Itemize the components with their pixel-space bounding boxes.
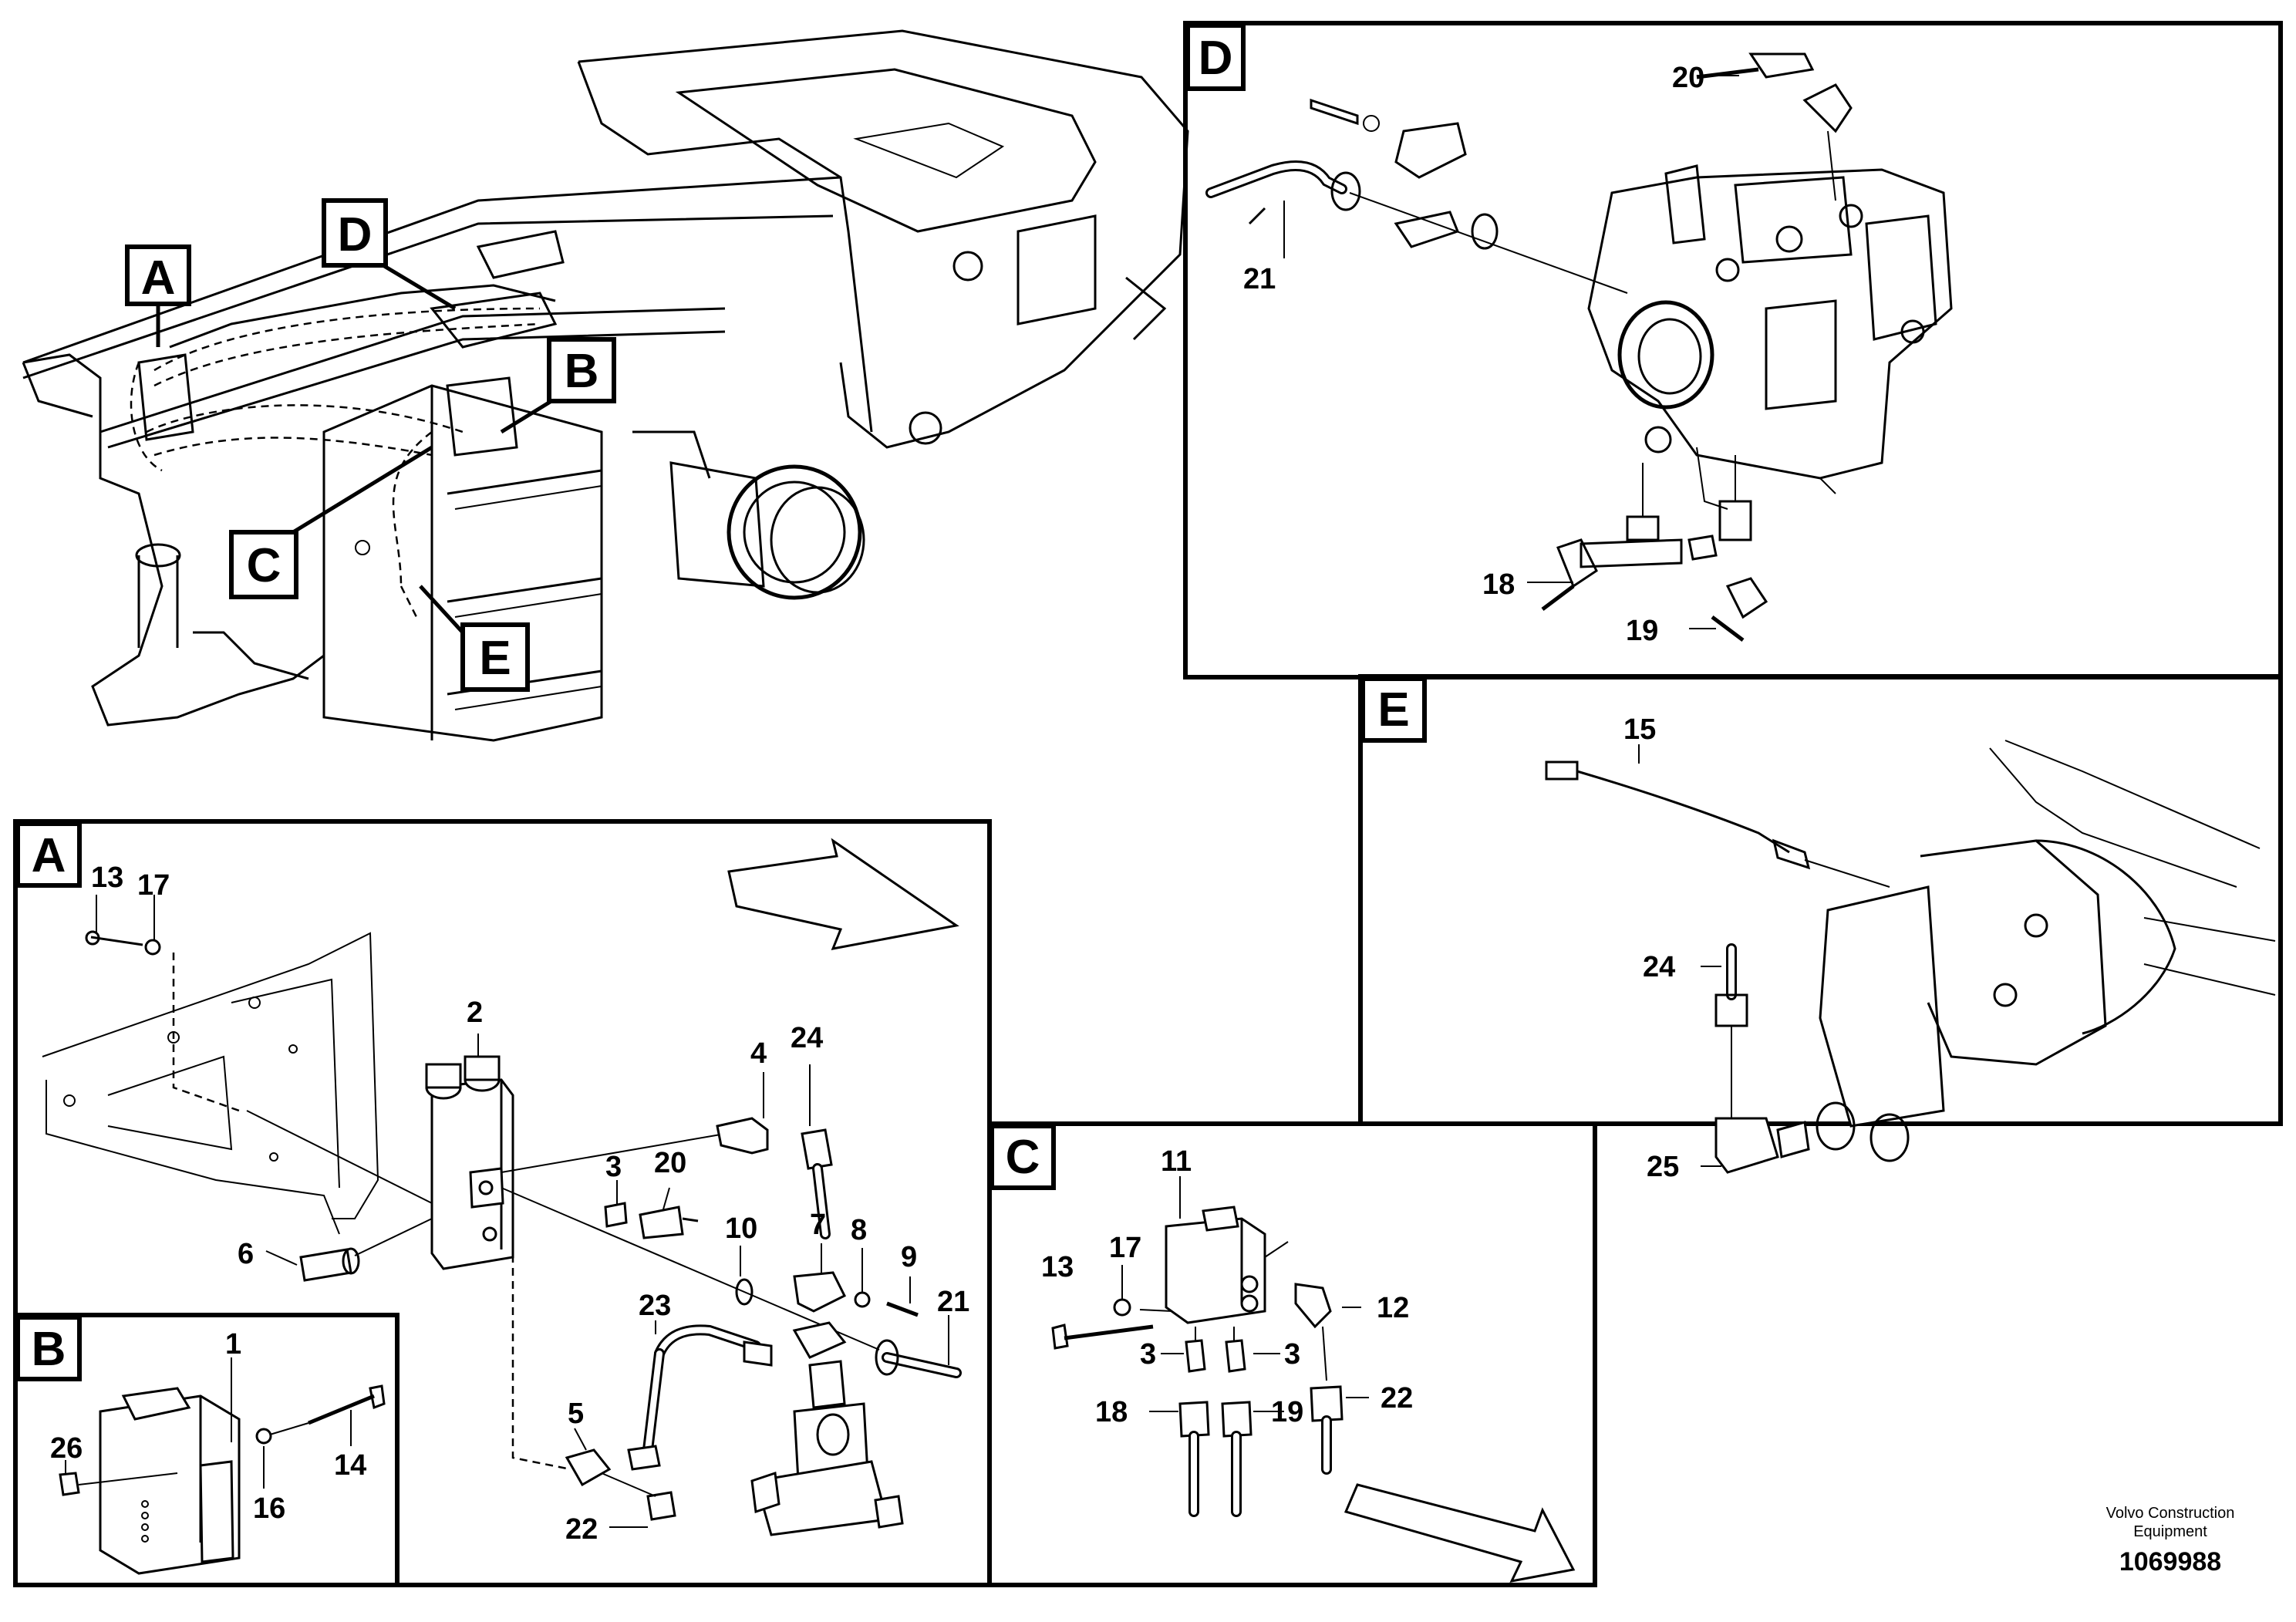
part-number-label-a-p24: 24: [791, 1022, 823, 1054]
part-number-label-a-p6: 6: [238, 1238, 254, 1270]
part-number-label-a-p20: 20: [654, 1147, 686, 1179]
part-number-label-c-p12: 12: [1377, 1292, 1409, 1324]
part-number-label-d-p20: 20: [1672, 62, 1704, 94]
callout-D: D: [322, 198, 388, 268]
part-number-label-a-p23: 23: [639, 1290, 671, 1322]
company-name-line1: Volvo Construction: [2106, 1505, 2235, 1522]
part-number-label-d-p18: 18: [1482, 568, 1515, 601]
section-letter-label: D: [338, 208, 373, 261]
callout-B: B: [547, 337, 616, 403]
part-number-label-a-p17: 17: [137, 869, 170, 902]
panel-B: B 1 26 16 14: [13, 1313, 400, 1587]
section-letter-label: C: [1006, 1131, 1040, 1184]
part-number-label-a-p5: 5: [568, 1398, 584, 1430]
panel-E: E 15 24 25: [1358, 674, 2283, 1183]
section-letter-label: B: [32, 1323, 66, 1376]
callout-C: C: [229, 530, 298, 599]
part-number-label-e-p25: 25: [1647, 1151, 1679, 1183]
drawing-number: 1069988: [2119, 1547, 2221, 1576]
panel-D: D: [1183, 21, 2283, 679]
callout-E: E: [460, 622, 530, 692]
part-number-label-a-p21: 21: [937, 1286, 969, 1318]
section-letter-label: A: [141, 251, 176, 305]
machine-overview: [22, 29, 1189, 742]
part-number-label-c-p13: 13: [1041, 1251, 1074, 1283]
part-number-label-a-p22: 22: [565, 1513, 598, 1546]
part-number-label-e-p15: 15: [1623, 713, 1656, 746]
part-number-label-d-p19: 19: [1626, 615, 1658, 647]
section-letter-label: C: [247, 539, 282, 592]
part-number-label-b-p14: 14: [334, 1449, 366, 1482]
part-number-label-a-p8: 8: [851, 1214, 867, 1246]
section-letter-label: E: [479, 632, 511, 685]
panel-A: A: [13, 819, 992, 1587]
footer: Volvo Construction Equipment 1069988: [2106, 1505, 2235, 1576]
section-letter-label: E: [1377, 683, 1409, 737]
part-number-label-c-p18: 18: [1095, 1396, 1128, 1428]
part-number-label-b-p26: 26: [50, 1432, 83, 1465]
part-number-label-d-p21: 21: [1243, 263, 1276, 295]
section-letter-label: B: [565, 345, 599, 398]
callout-A: A: [125, 244, 191, 306]
company-name-line2: Equipment: [2133, 1523, 2207, 1540]
part-number-label-a-p9: 9: [901, 1241, 917, 1273]
part-number-label-a-p4: 4: [750, 1037, 767, 1070]
part-number-label-c-p17: 17: [1109, 1232, 1141, 1264]
part-number-label-c-p3a: 3: [1140, 1338, 1156, 1371]
part-number-label-a-p3: 3: [605, 1151, 622, 1183]
part-number-label-b-p1: 1: [225, 1328, 241, 1361]
section-letter-label: A: [32, 829, 66, 882]
part-number-label-e-p24: 24: [1643, 951, 1675, 983]
part-number-label-b-p16: 16: [253, 1492, 285, 1525]
part-number-label-c-p22: 22: [1381, 1382, 1413, 1415]
part-number-label-a-p10: 10: [725, 1212, 757, 1245]
part-number-label-c-p19: 19: [1271, 1396, 1303, 1428]
part-number-label-c-p3b: 3: [1284, 1338, 1300, 1371]
part-number-label-a-p13: 13: [91, 862, 123, 894]
part-number-label-a-p2: 2: [467, 996, 483, 1029]
panel-C: C: [987, 1121, 1597, 1587]
part-number-label-a-p7: 7: [810, 1209, 826, 1241]
section-letter-label: D: [1199, 32, 1233, 85]
part-number-label-c-p11: 11: [1161, 1145, 1192, 1178]
